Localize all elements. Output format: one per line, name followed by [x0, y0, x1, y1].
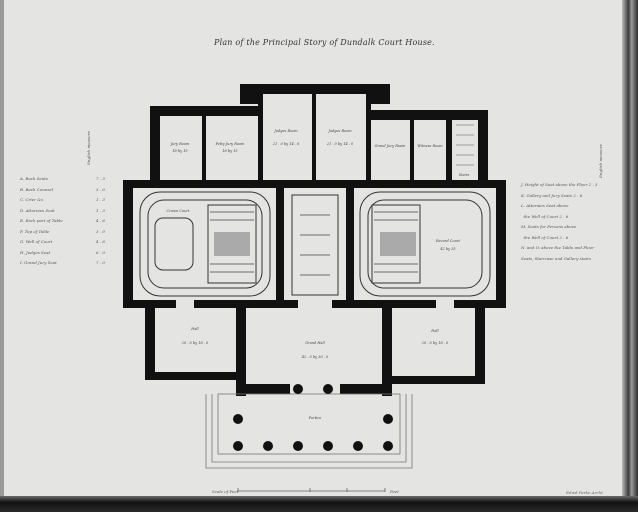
legend-item: Seats, Staircase and Gallery stairs — [521, 255, 591, 261]
legend-item: E. Each part of Table — [20, 218, 63, 223]
wall — [240, 84, 262, 104]
legend-item: L. Attornies Seat above — [521, 203, 569, 208]
legend-item: M. Seats for Persons above — [521, 224, 577, 229]
signature: Edwd Parke Archt — [566, 490, 603, 495]
room-label: Grand Jury Room — [375, 144, 406, 148]
column — [323, 384, 333, 394]
wall — [366, 94, 371, 184]
column — [323, 441, 333, 451]
wall — [240, 84, 390, 94]
legend-item: B. Back Counsel — [20, 186, 54, 192]
wall — [368, 84, 390, 104]
frame-edge — [0, 0, 4, 512]
wall — [446, 116, 452, 182]
legend-item: the Well of Court 2 . 6 — [523, 234, 569, 240]
room-label: Hall — [430, 329, 438, 333]
room-size: 42 . 0 by 30 . 0 — [301, 355, 329, 359]
wall — [236, 306, 246, 396]
wall — [496, 180, 506, 308]
room-label: Portico — [308, 416, 322, 420]
room-label: Grand Hall — [305, 341, 325, 345]
drawing-title: Plan of the Principal Story of Dundalk C… — [214, 38, 435, 47]
room-size: 18 by 15 — [222, 149, 238, 153]
room-label: Stairs — [459, 173, 470, 177]
column — [293, 384, 303, 394]
room-label: Judges Room — [327, 129, 352, 133]
wall — [276, 184, 284, 304]
room-label: Hall — [190, 327, 198, 331]
legend-item: J. Height of Seat above the Floor 2 . 3 — [521, 182, 598, 187]
wall — [346, 184, 354, 304]
legend-item: H. Judges Seat — [20, 249, 51, 255]
room-size: 42 by 35 — [439, 247, 456, 251]
legend-item: N. and O. above the Table and Floor — [521, 245, 595, 250]
legend-item: D. Attornies Seat — [20, 207, 55, 213]
wall — [145, 372, 245, 380]
legend-right: J. Height of Seat above the Floor 2 . 3 … — [521, 182, 598, 266]
room-label: Petty Jury Room — [215, 142, 245, 146]
legend-left: A. Back Seats B. Back Counsel C. Crier &… — [20, 176, 63, 271]
column — [293, 441, 303, 451]
scale-unit: Feet — [390, 489, 399, 494]
room-size: 20 . 0 by 18 . 0 — [421, 341, 449, 345]
bench-lines — [210, 211, 418, 276]
legend-item: I. Grand Jury Seat — [20, 260, 57, 265]
column — [383, 414, 393, 424]
room-label: Judges Room — [273, 129, 298, 133]
legend-item: G. Well of Court — [20, 239, 53, 244]
legend-item: C. Crier &c. — [20, 197, 45, 202]
room-label: Record Court — [435, 239, 461, 243]
room-label: Witness Room — [417, 144, 443, 148]
room-label: Jury Room — [170, 142, 190, 146]
legend-left-values: 7 . 3 3 . 0 1 . 3 1 . 3 4 . 6 3 . 0 4 . … — [96, 176, 105, 265]
wall — [385, 376, 485, 384]
wall — [312, 94, 316, 184]
wall — [382, 306, 392, 396]
column — [233, 414, 243, 424]
room-size: 21 . 0 by 14 . 0 — [326, 142, 354, 146]
stair-treads — [456, 124, 474, 166]
legend-item: the Well of Court 2 . 6 — [523, 213, 569, 219]
wall — [410, 116, 414, 182]
legend-item: A. Back Seats — [20, 176, 48, 181]
wall — [258, 94, 263, 184]
wall — [150, 106, 160, 184]
court-table — [380, 232, 416, 256]
wall — [202, 112, 206, 182]
wall — [145, 306, 155, 380]
scale-bar — [237, 488, 386, 492]
wall — [368, 110, 488, 120]
wall — [123, 180, 133, 308]
court-seating — [139, 191, 491, 297]
portico-steps — [205, 393, 413, 469]
room-size: 20 . 0 by 18 . 0 — [181, 341, 209, 345]
room-size: 18 by 15 — [172, 149, 188, 153]
frame-edge — [622, 0, 638, 512]
legend-item: F. Top of Table — [20, 228, 50, 234]
columns — [233, 384, 393, 451]
court-table — [214, 232, 250, 256]
frame-edge — [0, 496, 638, 512]
room-size: 21 . 0 by 14 . 0 — [272, 142, 300, 146]
wall — [123, 180, 506, 188]
wall — [150, 106, 262, 116]
column — [263, 441, 273, 451]
column — [353, 441, 363, 451]
legend-item: K. Gallery and Jury Seats 2 . 6 — [521, 192, 583, 198]
wall — [475, 306, 485, 384]
column — [383, 441, 393, 451]
scale-label: Scale of Feet — [212, 489, 239, 494]
column — [233, 441, 243, 451]
room-label: Crown Court — [167, 209, 191, 213]
wall — [478, 110, 488, 184]
